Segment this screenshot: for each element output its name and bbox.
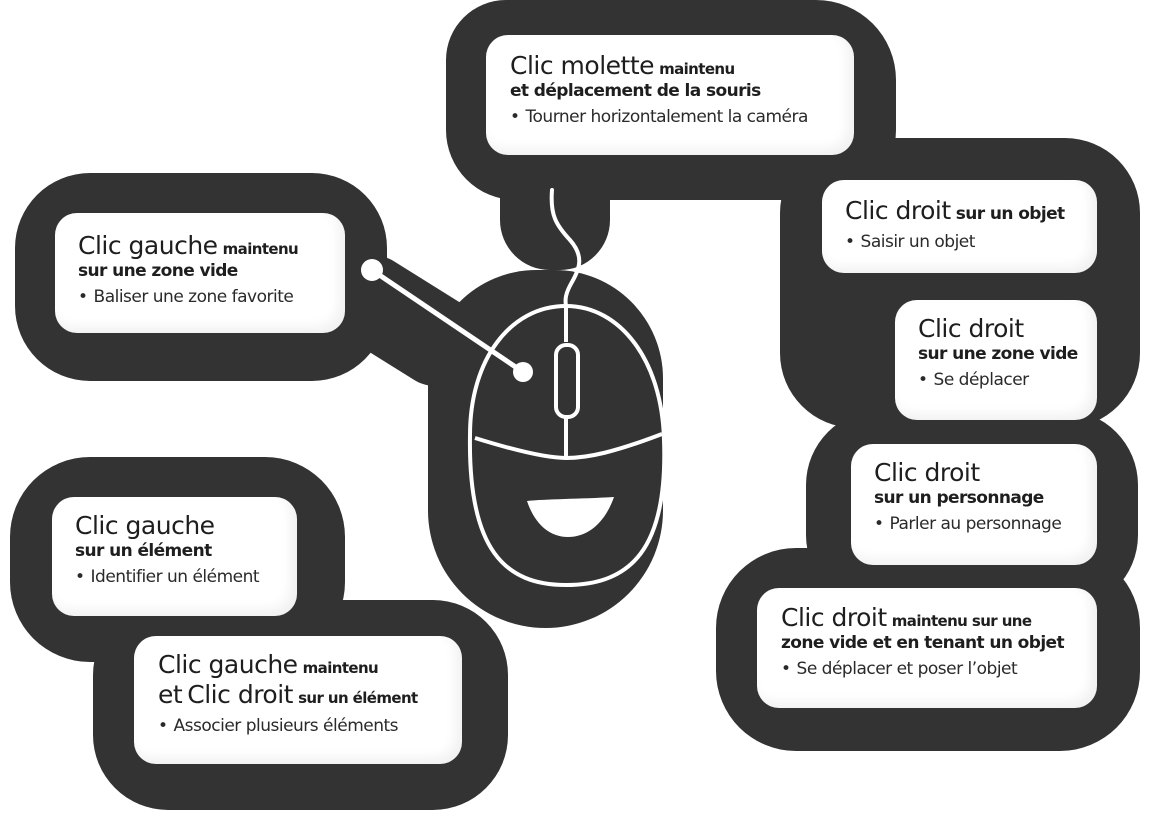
card-title: Clic droit	[874, 458, 980, 487]
bullet-icon: •	[781, 659, 791, 680]
card-middle-click: Clic molette maintenu et déplacement de …	[486, 35, 854, 155]
card-action: Parler au personnage	[889, 514, 1062, 535]
card-title-suffix: maintenu sur une	[891, 612, 1032, 630]
card-title-suffix: maintenu	[302, 659, 379, 677]
card-title-suffix: sur un objet	[955, 204, 1065, 224]
card-title: Clic droit	[918, 314, 1024, 343]
bullet-icon: •	[918, 370, 928, 391]
card-right-hold-carry: Clic droit maintenu sur une zone vide et…	[757, 588, 1097, 708]
card-right-empty: Clic droit sur une zone vide •Se déplace…	[895, 300, 1097, 420]
blob-cable-link	[500, 150, 610, 270]
card-title: Clic gauche	[75, 511, 215, 540]
card-title-suffix: maintenu	[222, 240, 299, 258]
card-title: Clic droit	[781, 603, 887, 632]
card-title-suffix: maintenu	[659, 60, 735, 78]
card-right-object: Clic droit sur un objet •Saisir un objet	[822, 180, 1097, 273]
card-subtitle: sur un élément	[75, 541, 212, 561]
card-action: Identifier un élément	[90, 567, 260, 588]
card-title: Clic molette	[510, 51, 655, 80]
card-left-right-element: Clic gauche maintenu et Clic droit sur u…	[134, 636, 462, 764]
card-action: Saisir un objet	[860, 232, 976, 252]
card-title: Clic gauche	[78, 231, 218, 260]
card-right-character: Clic droit sur un personnage •Parler au …	[851, 444, 1097, 565]
card-subtitle: sur un personnage	[874, 488, 1044, 508]
card-left-hold-empty: Clic gauche maintenu sur une zone vide •…	[55, 213, 345, 333]
bullet-icon: •	[874, 514, 884, 535]
card-subtitle: et déplacement de la souris	[510, 81, 761, 101]
card-subtitle: sur une zone vide	[78, 261, 238, 281]
pointer-end-dot	[513, 362, 533, 382]
card-action: Se déplacer	[933, 370, 1030, 391]
pointer-start-dot	[361, 259, 383, 281]
bullet-icon: •	[78, 287, 88, 308]
bullet-icon: •	[845, 232, 855, 252]
card-action: Baliser une zone favorite	[93, 287, 294, 308]
card-title2: Clic droit	[187, 680, 293, 709]
card-action: Se déplacer et poser l’objet	[796, 659, 1018, 680]
card-title2-suffix: sur un élément	[298, 689, 418, 707]
bullet-icon: •	[510, 107, 520, 128]
card-action: Associer plusieurs éléments	[173, 716, 399, 736]
card-action: Tourner horizontalement la caméra	[525, 107, 809, 128]
card-title: Clic gauche	[158, 650, 298, 679]
card-subtitle: zone vide et en tenant un objet	[781, 633, 1065, 653]
bullet-icon: •	[75, 567, 85, 588]
card-title: Clic droit	[845, 196, 951, 225]
bullet-icon: •	[158, 716, 168, 736]
card-title2-prefix: et	[158, 680, 183, 709]
card-left-element: Clic gauche sur un élément •Identifier u…	[52, 497, 297, 616]
card-subtitle: sur une zone vide	[918, 344, 1078, 364]
